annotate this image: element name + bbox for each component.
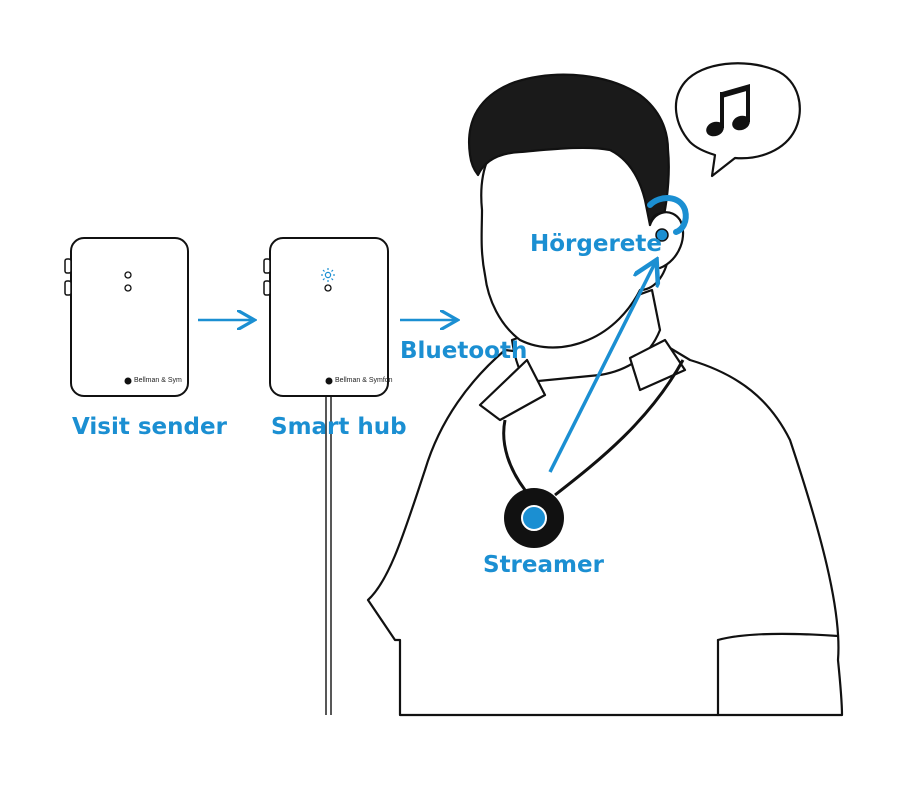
speech-bubble bbox=[676, 63, 800, 176]
visit-sender-brand: Bellman & Sym bbox=[134, 377, 182, 384]
bluetooth-label: Bluetooth bbox=[400, 338, 527, 364]
visit-sender-label: Visit sender bbox=[72, 414, 227, 440]
smart-hub-device bbox=[264, 238, 388, 715]
visit-sender-device bbox=[65, 238, 188, 396]
hearing-aid-label: Hörgerete bbox=[530, 231, 662, 257]
streamer-label: Streamer bbox=[483, 552, 604, 578]
person-illustration bbox=[368, 75, 842, 715]
smart-hub-brand: Bellman & Symfon bbox=[335, 377, 393, 384]
smart-hub-label: Smart hub bbox=[271, 414, 407, 440]
